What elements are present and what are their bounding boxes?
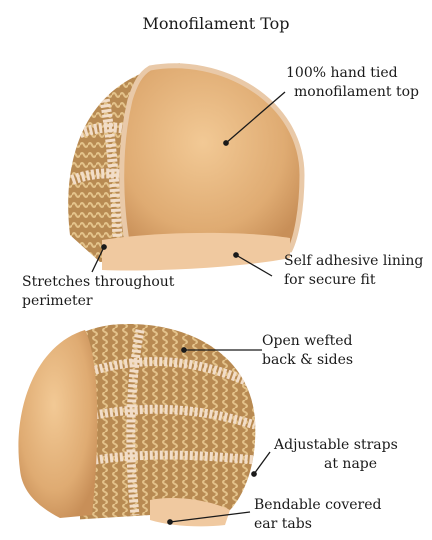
callout-straps-line1: Adjustable straps (274, 437, 398, 453)
callout-hand-tied-line2: monofilament top (294, 84, 419, 100)
leader-open-wefted-dot (181, 347, 187, 353)
callout-adhesive-line2: for secure fit (284, 272, 376, 288)
top-cap (68, 61, 305, 271)
callout-open-wefted: Open wefted back & sides (262, 332, 353, 370)
callout-adhesive-line1: Self adhesive lining (284, 253, 424, 269)
monofilament-top (119, 63, 305, 261)
callout-hand-tied: 100% hand tied monofilament top (286, 64, 419, 102)
callout-stretches: Stretches throughout perimeter (22, 273, 174, 311)
callout-ear-tabs-line1: Bendable covered (254, 497, 382, 513)
leader-lines (91, 91, 286, 525)
callout-open-wefted-line1: Open wefted (262, 333, 353, 349)
callout-stretches-line1: Stretches throughout (22, 274, 175, 290)
callout-straps-line2: at nape (324, 456, 378, 472)
leader-straps-dot (251, 471, 257, 477)
diagram-title: Monofilament Top (142, 14, 290, 33)
callout-hand-tied-line1: 100% hand tied (286, 65, 398, 81)
callout-open-wefted-line2: back & sides (262, 352, 354, 368)
callout-ear-tabs-line2: ear tabs (254, 516, 312, 532)
bottom-monofilament (18, 330, 98, 518)
leader-ear-tabs-dot (167, 519, 173, 525)
callout-straps: Adjustable straps at nape (274, 436, 398, 474)
callout-ear-tabs: Bendable covered ear tabs (254, 496, 381, 534)
leader-ear-tabs (169, 511, 251, 523)
callout-adhesive: Self adhesive lining for secure fit (284, 252, 423, 290)
leader-hand-tied (225, 91, 286, 144)
adhesive-lining (102, 232, 290, 271)
leader-adhesive-dot (233, 252, 239, 258)
callout-stretches-line2: perimeter (22, 293, 93, 309)
leader-hand-tied-dot (223, 140, 229, 146)
leader-stretches-dot (101, 244, 107, 250)
leader-adhesive (235, 254, 273, 277)
leader-stretches (91, 246, 105, 273)
leader-straps (253, 451, 271, 475)
